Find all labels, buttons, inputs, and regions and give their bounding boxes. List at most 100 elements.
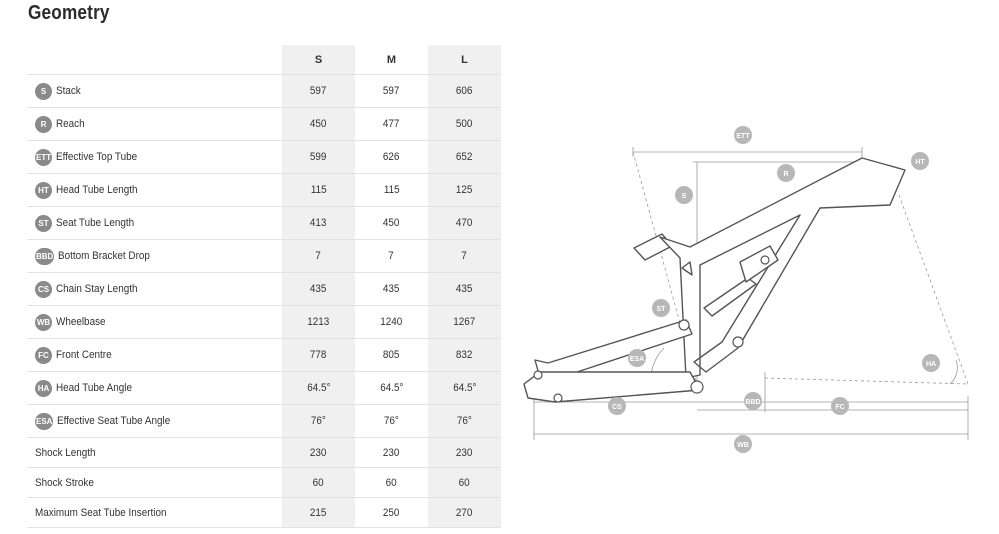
- dimension-label: Wheelbase: [56, 316, 106, 328]
- value-cell-m: 450: [355, 206, 428, 240]
- dimension-badge: CS: [35, 280, 52, 298]
- table-header-row: S M L: [27, 45, 501, 75]
- value-cell-l: 125: [428, 173, 501, 207]
- value-cell-l: 470: [428, 206, 501, 240]
- dimension-value: 64.5°: [379, 382, 404, 394]
- dimension-badge: HA: [35, 379, 52, 397]
- diagram-badge-cs: CS: [608, 397, 626, 415]
- dimension-value: 435: [456, 283, 473, 295]
- value-cell-s: 599: [282, 140, 355, 174]
- dimension-value: 215: [310, 506, 327, 519]
- dimension-value: 606: [456, 85, 473, 97]
- diagram-badge-text: CS: [612, 404, 622, 411]
- diagram-badge-text: FC: [835, 404, 844, 411]
- dimension-value: 270: [456, 506, 473, 519]
- dimension-value: 60: [312, 476, 325, 489]
- row-label-cell: HA Head Tube Angle: [27, 371, 282, 405]
- row-label: WB Wheelbase: [27, 306, 282, 338]
- diagram-badge-text: S: [682, 193, 687, 200]
- value-cell-m: 60: [355, 467, 428, 498]
- row-label: HA Head Tube Angle: [27, 372, 282, 404]
- value-cell-s: 435: [282, 272, 355, 306]
- row-label: FC Front Centre: [27, 339, 282, 371]
- value-cell-s: 597: [282, 74, 355, 108]
- dimension-value: 435: [383, 283, 400, 295]
- dimension-label: Front Centre: [56, 349, 112, 361]
- diagram-badge-ett: ETT: [734, 126, 752, 144]
- diagram-badge-circle: [777, 164, 795, 182]
- value-cell-l: 1267: [428, 305, 501, 339]
- dimension-value: 76°: [457, 415, 472, 427]
- value-cell-l: 500: [428, 107, 501, 141]
- dimension-label: Head Tube Angle: [56, 382, 132, 394]
- value-cell-m: 76°: [355, 404, 428, 438]
- dimension-value: 76°: [311, 415, 326, 427]
- dimension-badge: ST: [35, 214, 52, 232]
- row-label-cell: Shock Length: [27, 437, 282, 468]
- diagram-badge-circle: [734, 435, 752, 453]
- value-cell-s: 76°: [282, 404, 355, 438]
- dimension-value: 597: [310, 85, 327, 97]
- dimension-badge: R: [35, 115, 52, 133]
- dimension-value: 599: [310, 151, 327, 163]
- dimension-value: 125: [456, 184, 473, 196]
- dimension-value: 450: [310, 118, 327, 130]
- diagram-badge-text: ESA: [630, 356, 644, 363]
- value-cell-m: 64.5°: [355, 371, 428, 405]
- header-size-l: L: [428, 45, 501, 75]
- diagram-badge-text: WB: [737, 442, 749, 449]
- diagram-badge-circle: [911, 152, 929, 170]
- dimension-value: 1213: [307, 316, 330, 328]
- dimension-badge: FC: [35, 346, 52, 364]
- dimension-value: 7: [461, 250, 468, 262]
- dimension-badge: WB: [35, 313, 52, 331]
- diagram-badge-wb: WB: [734, 435, 752, 453]
- dimension-label: Stack: [56, 85, 81, 97]
- row-label: Shock Length: [27, 438, 282, 467]
- value-cell-l: 230: [428, 437, 501, 468]
- dimension-badge: BBD: [35, 247, 55, 265]
- diagram-badge-fc: FC: [831, 397, 849, 415]
- diagram-badge-text: HA: [926, 361, 936, 368]
- diagram-badge-circle: [608, 397, 626, 415]
- value-cell-s: 60: [282, 467, 355, 498]
- value-cell-s: 7: [282, 239, 355, 273]
- dimension-value: 60: [458, 476, 471, 489]
- value-cell-l: 832: [428, 338, 501, 372]
- value-cell-l: 76°: [428, 404, 501, 438]
- dimension-value: 805: [383, 349, 400, 361]
- value-cell-l: 64.5°: [428, 371, 501, 405]
- dimension-value: 500: [456, 118, 473, 130]
- dimension-label: Effective Seat Tube Angle: [57, 415, 171, 427]
- diagram-badge-bbd: BBD: [744, 392, 762, 410]
- diagram-badge-ht: HT: [911, 152, 929, 170]
- dimension-value: 470: [456, 217, 473, 229]
- row-label: Maximum Seat Tube Insertion: [27, 498, 282, 527]
- value-cell-s: 413: [282, 206, 355, 240]
- value-cell-s: 1213: [282, 305, 355, 339]
- value-cell-l: 652: [428, 140, 501, 174]
- row-label-cell: Maximum Seat Tube Insertion: [27, 497, 282, 528]
- diagram-badge-circle: [628, 349, 646, 367]
- dimension-value: 626: [383, 151, 400, 163]
- dimension-value: 76°: [384, 415, 399, 427]
- dimension-label: Maximum Seat Tube Insertion: [35, 506, 167, 519]
- dimension-value: 64.5°: [452, 382, 477, 394]
